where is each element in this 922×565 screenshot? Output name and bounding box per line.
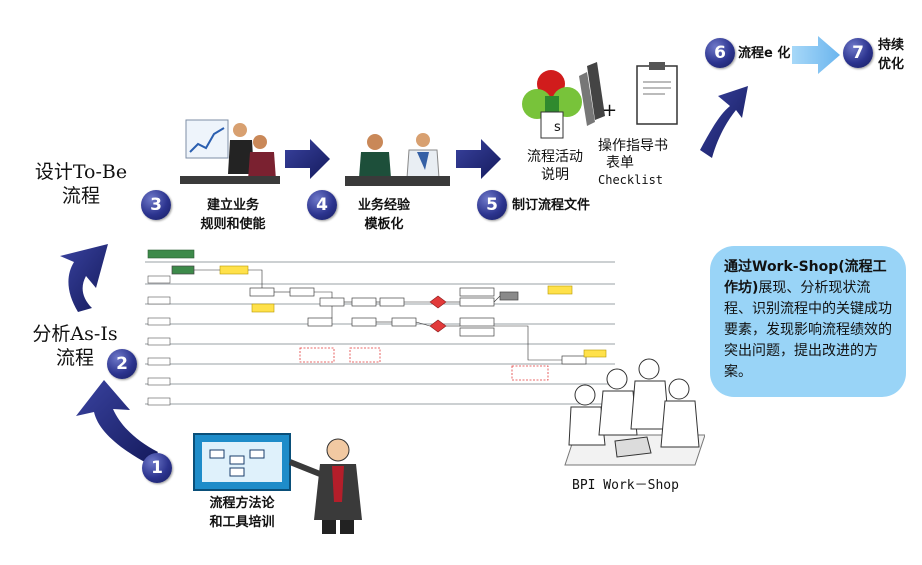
step-badge-7: 7 [843, 38, 873, 68]
step2-label-line1: 分析As-Is [32, 323, 118, 345]
step-badge-3: 3 [141, 190, 171, 220]
step3-caption-line2: 规则和使能 [200, 217, 266, 232]
workshop-caption: BPI Work－Shop [572, 478, 679, 493]
documents-s-char: s [554, 120, 561, 135]
step7-caption: 持续 优化 [878, 36, 918, 74]
workshop-group-illustration [564, 358, 705, 466]
step3-label: 设计To-Be 流程 [30, 160, 132, 208]
step3-label-line1: 设计To-Be [34, 161, 128, 183]
step7-caption-line1: 持续 [878, 38, 905, 53]
step2-label: 分析As-Is 流程 [30, 322, 120, 370]
callout-bold-text: 通过Work-Shop(流程工作坊) [724, 259, 887, 296]
connectors [194, 269, 562, 361]
process-boxes [171, 265, 587, 365]
operation-guide-line2: 表单 [606, 155, 634, 171]
decision-diamonds [429, 295, 447, 333]
business-rules-illustration [180, 119, 280, 184]
activity-description-line1: 流程活动 [527, 149, 583, 165]
step6-caption: 流程e 化 [738, 44, 808, 63]
step-badge-1: 1 [142, 453, 172, 483]
lane-headers [147, 249, 195, 406]
as-is-flowchart [145, 249, 615, 406]
step4-caption: 业务经验 模板化 [344, 196, 424, 234]
dashed-annotations [299, 347, 549, 381]
callout-text: 展现、分析现状流程、识别流程中的关键成功要素，发现影响流程绩效的突出问题，提出改… [724, 280, 892, 380]
curved-arrow-2-3 [60, 244, 108, 312]
arrow-6-7 [792, 36, 840, 74]
training-presenter-illustration [193, 433, 362, 534]
step1-caption-line1: 流程方法论 [209, 496, 275, 511]
step5-caption-line1: 制订流程文件 [512, 198, 591, 213]
step5-caption: 制订流程文件 [512, 196, 612, 215]
notes [219, 265, 607, 358]
step-badge-2: 2 [107, 349, 137, 379]
experience-template-illustration [345, 133, 450, 186]
step1-caption: 流程方法论 和工具培训 [192, 494, 292, 532]
operation-guide-line1: 操作指导书 [598, 138, 668, 154]
step2-label-line2: 流程 [55, 347, 94, 369]
step3-label-line2: 流程 [61, 185, 100, 207]
activity-description-label: 流程活动 说明 [522, 148, 588, 184]
curved-arrow-1-2 [76, 380, 158, 465]
operation-guide-line3: Checklist [598, 173, 664, 187]
arrow-3-4 [285, 139, 330, 179]
step4-caption-line1: 业务经验 [357, 198, 410, 213]
curved-arrow-5-6 [700, 86, 748, 158]
documents-plus-sign: + [602, 100, 618, 121]
process-documents-illustration [522, 62, 678, 139]
swimlane-lines [145, 261, 615, 405]
step7-caption-line2: 优化 [878, 57, 905, 72]
activity-description-line2: 说明 [541, 167, 569, 183]
step-badge-6: 6 [705, 38, 735, 68]
step-badge-5: 5 [477, 190, 507, 220]
step3-caption: 建立业务 规则和使能 [183, 196, 283, 234]
step4-caption-line2: 模板化 [364, 217, 404, 232]
workshop-callout: 通过Work-Shop(流程工作坊)展现、分析现状流程、识别流程中的关键成功要素… [710, 246, 906, 397]
step3-caption-line1: 建立业务 [206, 198, 259, 213]
step6-caption-line1: 流程e 化 [738, 46, 791, 61]
step1-caption-line2: 和工具培训 [209, 515, 275, 530]
arrow-4-5 [456, 139, 501, 179]
step-badge-4: 4 [307, 190, 337, 220]
operation-guide-label: 操作指导书 表单 Checklist [598, 138, 668, 189]
